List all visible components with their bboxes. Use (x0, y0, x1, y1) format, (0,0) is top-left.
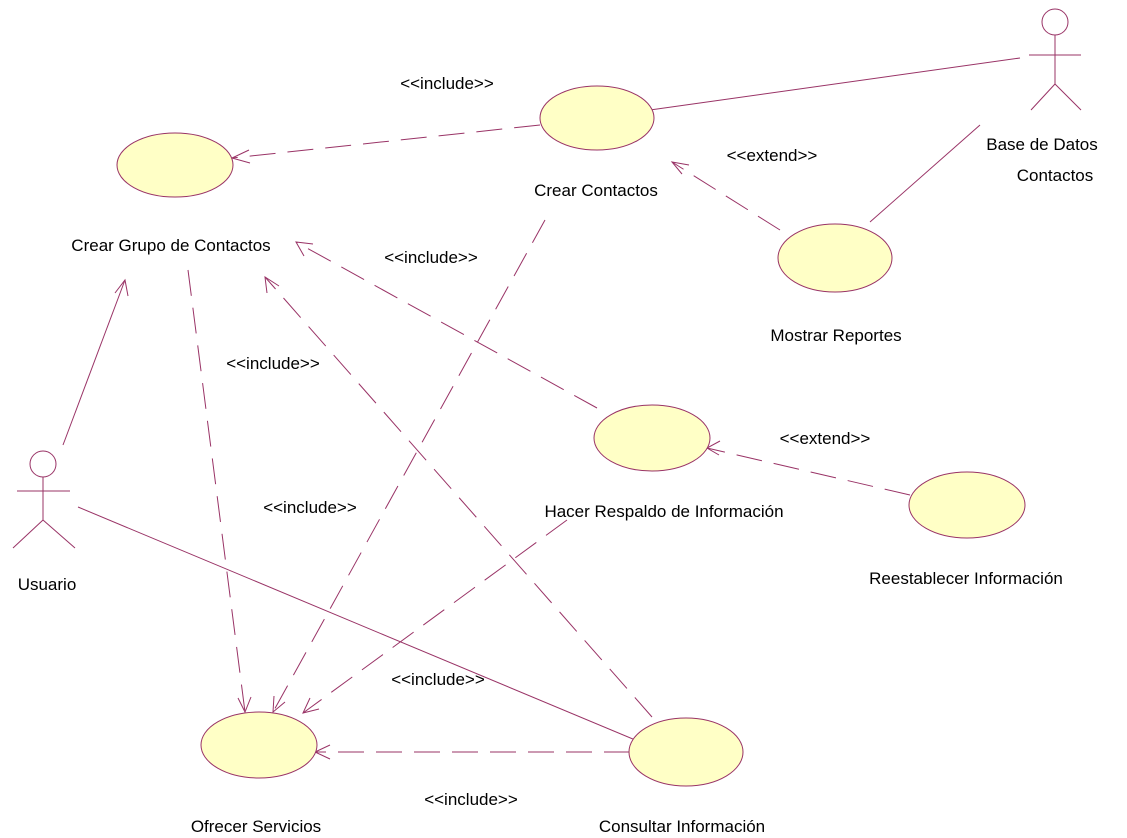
actor-left-leg (1030, 83, 1056, 111)
label-hacer-respaldo: Hacer Respaldo de Información (544, 502, 783, 521)
usecase-consultar-ellipse[interactable] (628, 717, 744, 787)
label-actor-base-datos-line1: Base de Datos (986, 135, 1098, 154)
stereotype-include-bottom: <<include>> (424, 790, 518, 809)
label-crear-contactos: Crear Contactos (534, 181, 658, 200)
actor-head (29, 450, 57, 478)
label-mostrar-reportes: Mostrar Reportes (770, 326, 901, 345)
usecase-ofrecer-servicios-ellipse[interactable] (200, 711, 318, 779)
label-actor-usuario: Usuario (18, 575, 77, 594)
stereotype-include-center: <<include>> (263, 498, 357, 517)
include-crear-contactos-ofrecer-servicios (272, 219, 546, 713)
label-consultar: Consultar Información (599, 817, 765, 836)
label-reestablecer: Reestablecer Información (869, 569, 1063, 588)
actor-base-datos[interactable] (1029, 8, 1082, 111)
actor-left-leg (12, 519, 44, 549)
include-consultar-crear-grupo (264, 276, 653, 718)
label-ofrecer-servicios: Ofrecer Servicios (191, 817, 321, 836)
stereotype-extend-top: <<extend>> (727, 146, 818, 165)
actor-head (1041, 8, 1069, 36)
arrowhead-include-crear-grupo-2 (295, 241, 314, 257)
association-mostrar-reportes-base-datos (869, 124, 981, 223)
label-actor-base-datos-line2: Contactos (1017, 166, 1094, 185)
include-crear-grupo-ofrecer-servicios (187, 269, 246, 713)
stereotype-extend-mid: <<extend>> (780, 429, 871, 448)
arrowhead-extend-crear-contactos (670, 161, 690, 175)
actor-right-leg (1054, 83, 1082, 111)
extend-reestablecer-hacer-respaldo (706, 447, 911, 496)
stereotype-include-left: <<include>> (226, 354, 320, 373)
arrowhead-include-ofrecer-3 (302, 697, 320, 714)
stereotype-include-mid: <<include>> (384, 248, 478, 267)
arrowhead-include-crear-grupo-1 (230, 149, 251, 164)
association-crear-contactos-base-datos (649, 57, 1021, 111)
include-hacer-respaldo-crear-grupo (295, 241, 598, 409)
usecase-hacer-respaldo-ellipse[interactable] (593, 404, 711, 472)
actor-right-leg (42, 519, 76, 549)
stereotype-include-lower: <<include>> (391, 670, 485, 689)
stereotype-include-top: <<include>> (400, 74, 494, 93)
arrowhead-include-ofrecer-2 (272, 695, 286, 714)
association-usuario-consultar (77, 506, 641, 743)
arrowhead-include-crear-grupo-3 (264, 276, 280, 294)
usecase-crear-grupo-ellipse[interactable] (116, 132, 234, 198)
extend-mostrar-reportes-crear-contactos (671, 161, 781, 231)
include-crear-contactos-crear-grupo (231, 124, 541, 159)
arrowhead-usuario-crear-grupo (114, 278, 129, 297)
usecase-reestablecer-ellipse[interactable] (908, 471, 1026, 539)
actor-usuario[interactable] (12, 450, 76, 549)
include-hacer-respaldo-ofrecer-servicios (302, 519, 568, 714)
usecase-crear-contactos-ellipse[interactable] (539, 85, 655, 151)
usecase-mostrar-reportes-ellipse[interactable] (777, 223, 893, 293)
label-crear-grupo: Crear Grupo de Contactos (71, 236, 270, 255)
association-usuario-crear-grupo (62, 279, 126, 446)
arrowhead-include-ofrecer-1 (237, 696, 252, 714)
